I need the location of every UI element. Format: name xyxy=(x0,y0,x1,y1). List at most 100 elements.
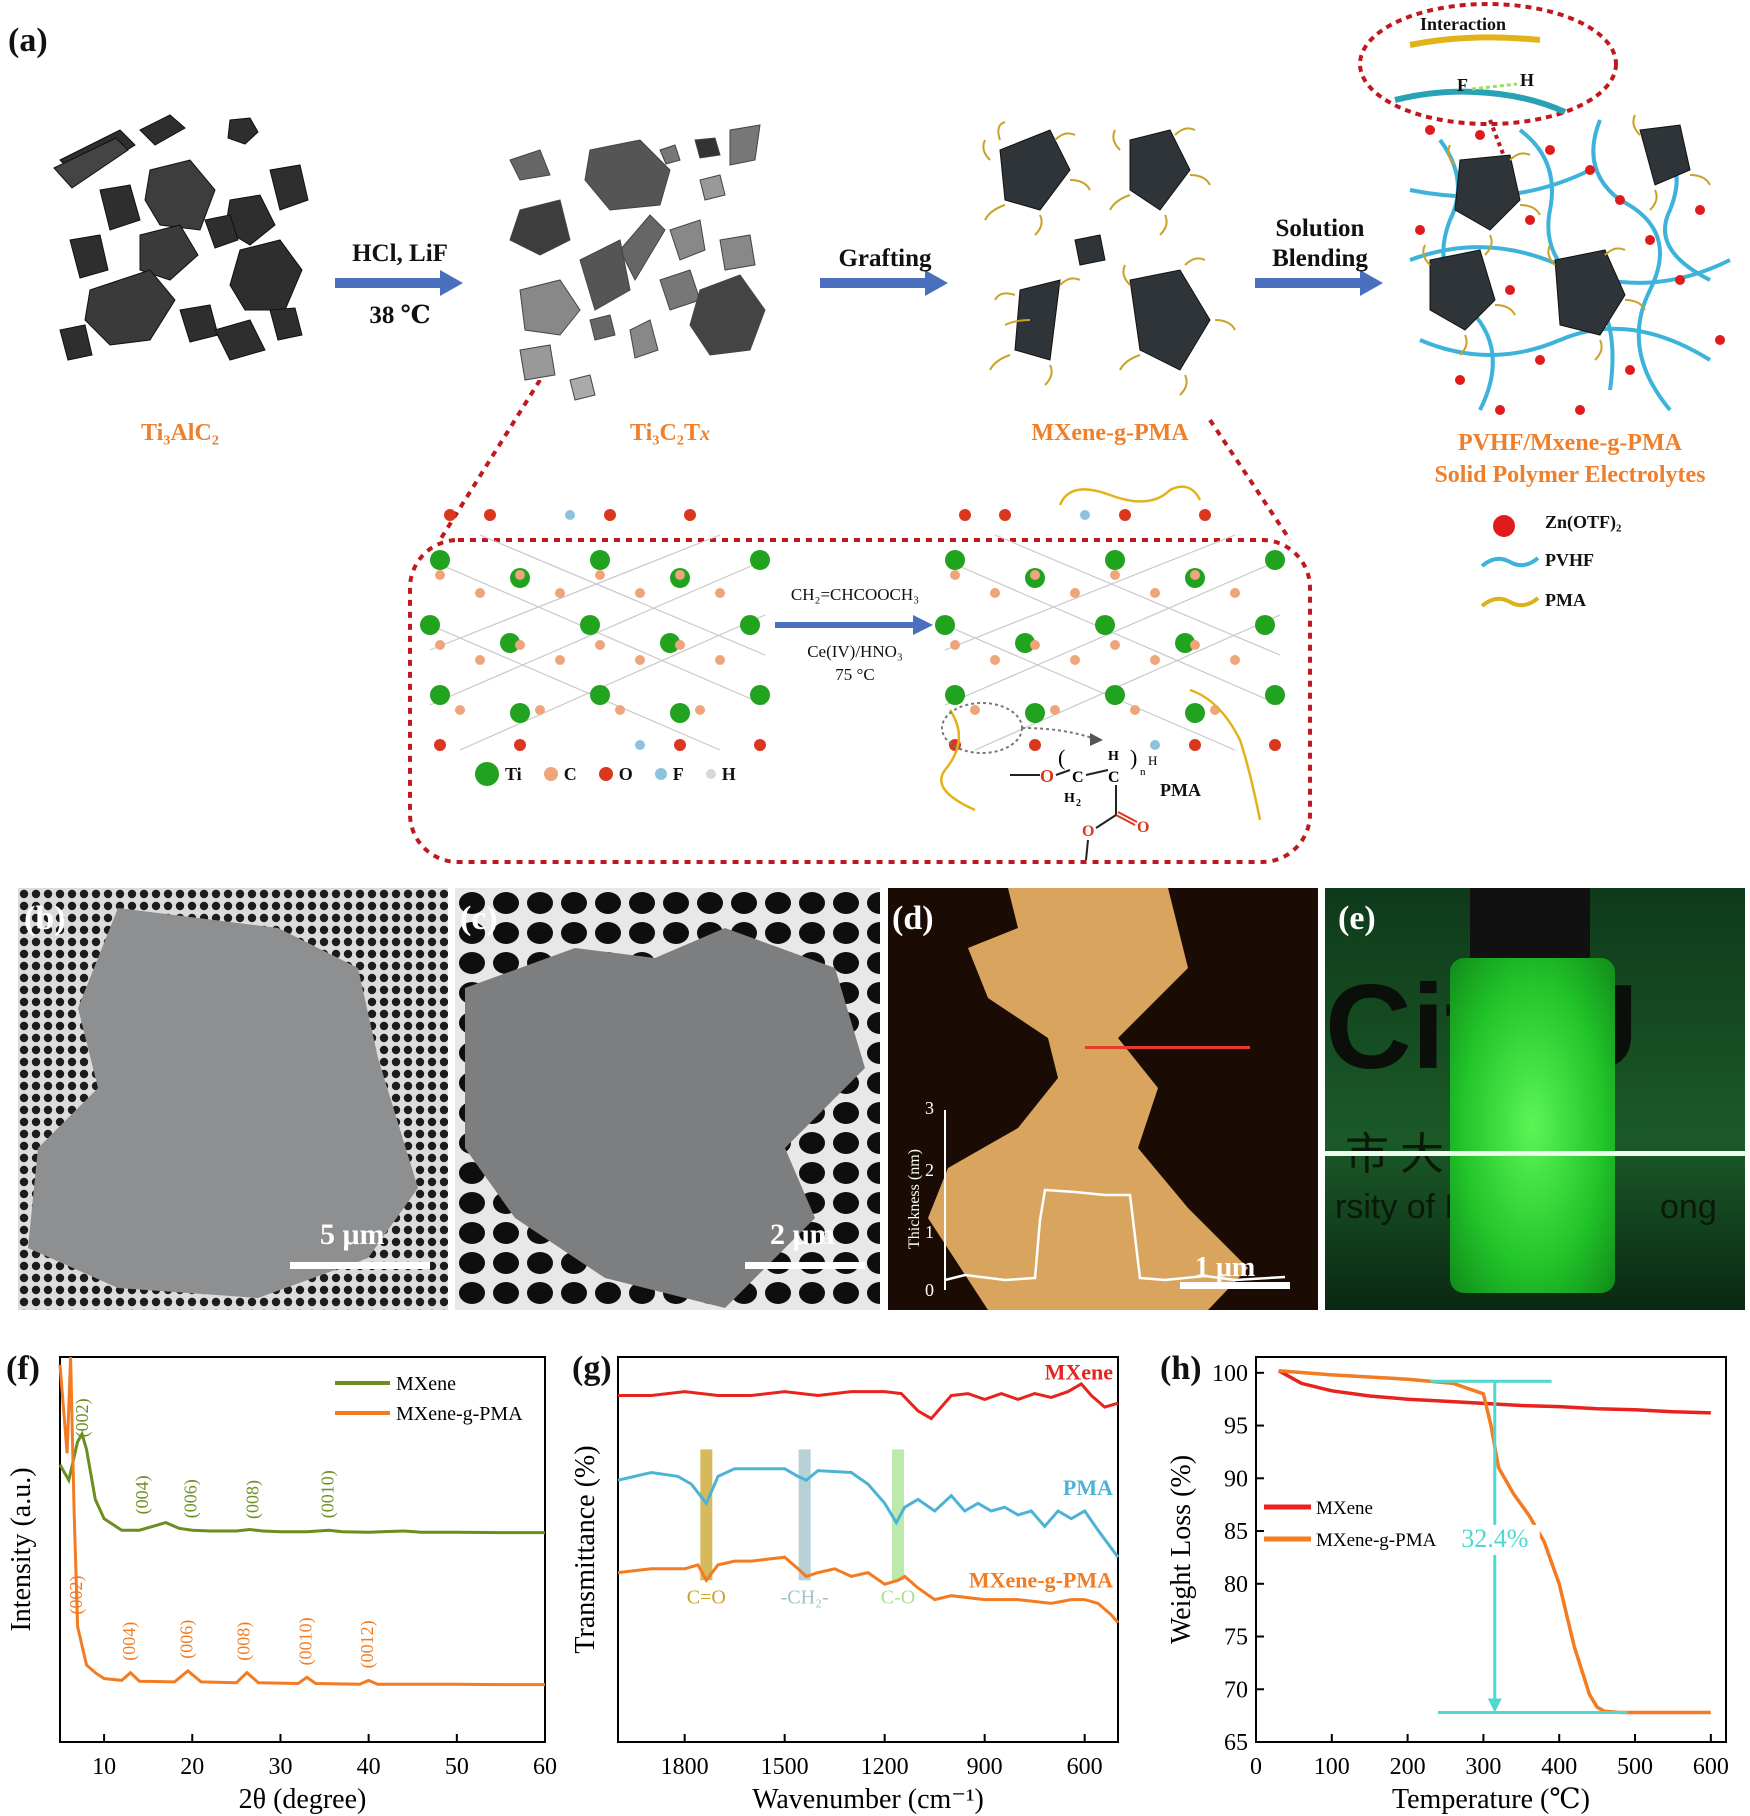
c-atom xyxy=(515,640,525,650)
step1-reagents: HCl, LiF xyxy=(352,240,448,267)
peak-label: (002) xyxy=(72,1398,93,1437)
o-atom xyxy=(1029,739,1041,751)
y-tick-label: 85 xyxy=(1224,1519,1248,1545)
plot-frame xyxy=(617,1356,1119,1743)
series-label: MXene xyxy=(1045,1360,1114,1385)
afm-image-d xyxy=(888,888,1318,1310)
x-tick-label: 600 xyxy=(1693,1754,1729,1780)
reaction-temperature: 75 °C xyxy=(835,665,875,684)
series-line-mxene xyxy=(618,1381,1119,1421)
o-atom xyxy=(959,509,971,521)
o-atom xyxy=(674,739,686,751)
zoom-inset-frame xyxy=(408,380,1312,864)
svg-text:): ) xyxy=(1130,745,1137,770)
o-atom xyxy=(754,739,766,751)
ti-atom xyxy=(500,633,520,653)
svg-text:n: n xyxy=(1140,766,1146,778)
ti-atom xyxy=(1175,633,1195,653)
afm-line-profile-marker xyxy=(1085,1046,1250,1049)
ti-atom xyxy=(740,615,760,635)
afm-thickness-profile xyxy=(944,1110,1286,1290)
ti3c2t-text: Ti₃C₂T xyxy=(630,420,700,446)
c-atom xyxy=(950,570,960,580)
photo-image-e: CityU 市 大 學 rsity of H ong xyxy=(1325,888,1745,1310)
o-atom xyxy=(604,509,616,521)
o-atom-label: O xyxy=(618,763,633,784)
mxene-g-pma-label: MXene-g-PMA xyxy=(1031,420,1189,446)
x-tick-label: 60 xyxy=(533,1754,557,1780)
svg-text:H: H xyxy=(1108,749,1119,764)
series-line-mxene-g-pma xyxy=(58,1356,545,1687)
ti-atom xyxy=(1105,550,1125,570)
legend-pma-label: PMA xyxy=(1545,590,1586,610)
c-atom xyxy=(1190,640,1200,650)
x-tick-label: 20 xyxy=(180,1754,204,1780)
x-tick-label: 0 xyxy=(1250,1754,1262,1780)
o-atom xyxy=(1199,509,1211,521)
x-axis-label: 2θ (degree) xyxy=(239,1784,367,1815)
c-atom xyxy=(555,655,565,665)
c-atom xyxy=(435,640,445,650)
ti-atom xyxy=(670,703,690,723)
y-tick-label: 95 xyxy=(1224,1414,1248,1440)
ti-atom xyxy=(430,685,450,705)
product-line2: Solid Polymer Electrolytes xyxy=(1434,462,1706,488)
peak-label: (006) xyxy=(176,1620,197,1659)
svg-text:O: O xyxy=(1082,823,1094,840)
svg-text:H: H xyxy=(1064,791,1075,806)
y-axis-label: Transmittance (%) xyxy=(570,1445,601,1653)
scale-bar-c xyxy=(745,1262,865,1269)
panel-a-label: (a) xyxy=(8,22,48,59)
x-tick-label: 600 xyxy=(1067,1754,1103,1780)
ti-atom-dot xyxy=(475,762,499,786)
x-tick-label: 50 xyxy=(445,1754,469,1780)
peak-label: (002) xyxy=(66,1576,87,1615)
plot-frame xyxy=(59,1356,546,1743)
o-atom xyxy=(999,509,1011,521)
c-atom xyxy=(595,640,605,650)
series-line-mxene xyxy=(58,1430,545,1535)
ti3alc2-flakes-illustration xyxy=(53,114,309,361)
panel-d-label: (d) xyxy=(892,900,934,937)
c-atom xyxy=(715,588,725,598)
x-tick-label: 1500 xyxy=(761,1754,809,1780)
c-atom xyxy=(1070,655,1080,665)
o-atom xyxy=(684,509,696,521)
sem-b-pores xyxy=(18,888,448,1310)
h-atom-dot xyxy=(705,769,716,779)
arrow-step-1 xyxy=(335,270,463,296)
ti-atom xyxy=(945,550,965,570)
ti-atom xyxy=(1265,550,1285,570)
ti-atom xyxy=(1015,633,1035,653)
x-tick-label: 1800 xyxy=(661,1754,709,1780)
reaction-reagent: CH₂=CHCOOCH₃ xyxy=(790,585,920,604)
c-atom xyxy=(990,588,1000,598)
band-highlight xyxy=(892,1449,904,1581)
c-atom xyxy=(595,570,605,580)
ti-atom-label: Ti xyxy=(505,763,522,784)
interaction-h-atom: H xyxy=(1520,70,1535,90)
panel-g-label: (g) xyxy=(572,1350,612,1387)
c-atom xyxy=(1110,640,1120,650)
x-tick-label: 100 xyxy=(1314,1754,1350,1780)
ti3c2tx-subscript: x xyxy=(699,423,710,445)
c-atom xyxy=(950,640,960,650)
series-label: MXene-g-PMA xyxy=(969,1567,1113,1592)
peak-label: (0010) xyxy=(295,1617,316,1665)
panel-c-label: (c) xyxy=(460,900,498,937)
c-atom xyxy=(1030,570,1040,580)
x-tick-label: 300 xyxy=(1465,1754,1501,1780)
scale-text-b: 5 μm xyxy=(320,1218,385,1251)
legend-label: MXene-g-PMA xyxy=(396,1403,523,1425)
interaction-title: Interaction xyxy=(1420,14,1506,34)
c-atom xyxy=(1230,588,1240,598)
c-atom-dot xyxy=(543,767,558,781)
scale-text-c: 2 μm xyxy=(770,1218,835,1251)
legend-pvhf-marker xyxy=(1480,556,1540,568)
step3-line1: Solution xyxy=(1275,215,1365,242)
y-axis-label: Weight Loss (%) xyxy=(1166,1455,1197,1644)
c-atom xyxy=(635,655,645,665)
y-axis-label: Intensity (a.u.) xyxy=(6,1467,37,1631)
c-atom xyxy=(715,655,725,665)
